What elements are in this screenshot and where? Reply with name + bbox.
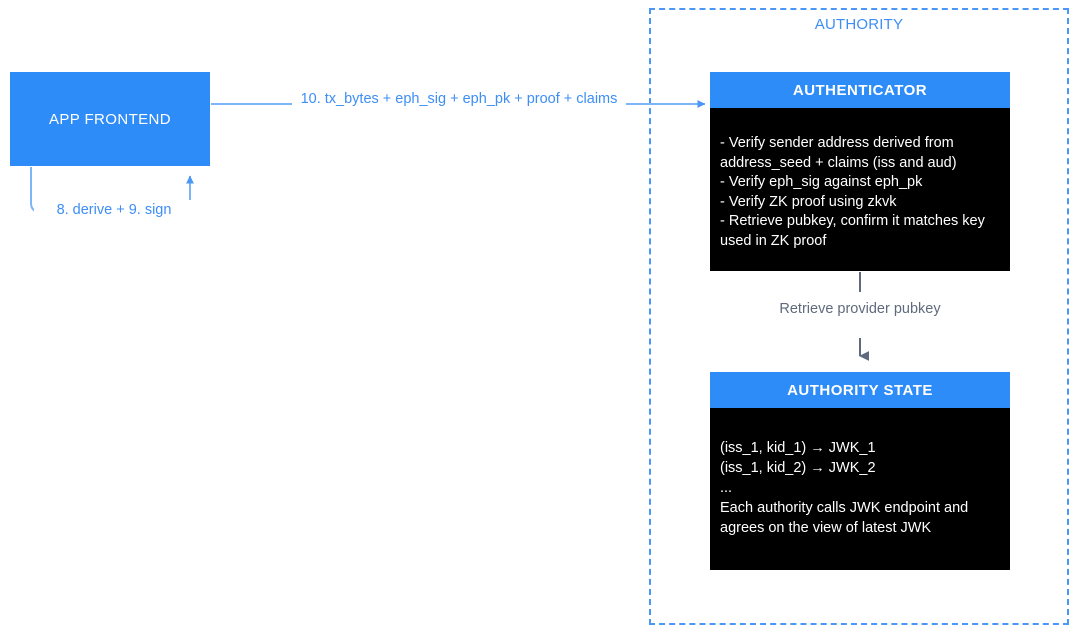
edge-label-tx-bytes: 10. tx_bytes + eph_sig + eph_pk + proof … (292, 89, 626, 109)
node-authority-state[interactable]: AUTHORITY STATE (iss_1, kid_1) → JWK_1 (… (710, 372, 1010, 570)
node-authority-state-header: AUTHORITY STATE (710, 372, 1010, 408)
node-app-frontend[interactable]: APP FRONTEND (10, 72, 210, 166)
authority-group-label: AUTHORITY (814, 16, 904, 33)
node-authenticator-body: - Verify sender address derived from add… (710, 108, 1010, 271)
edge-label-retrieve-provider-pubkey: Retrieve provider pubkey (775, 299, 945, 319)
node-authenticator-header: AUTHENTICATOR (710, 72, 1010, 108)
edge-label-derive-sign: 8. derive + 9. sign (34, 200, 194, 220)
node-app-frontend-label: APP FRONTEND (48, 110, 172, 128)
node-authenticator[interactable]: AUTHENTICATOR - Verify sender address de… (710, 72, 1010, 271)
authority-group-container (649, 8, 1069, 625)
node-authority-state-body: (iss_1, kid_1) → JWK_1 (iss_1, kid_2) → … (710, 408, 1010, 570)
